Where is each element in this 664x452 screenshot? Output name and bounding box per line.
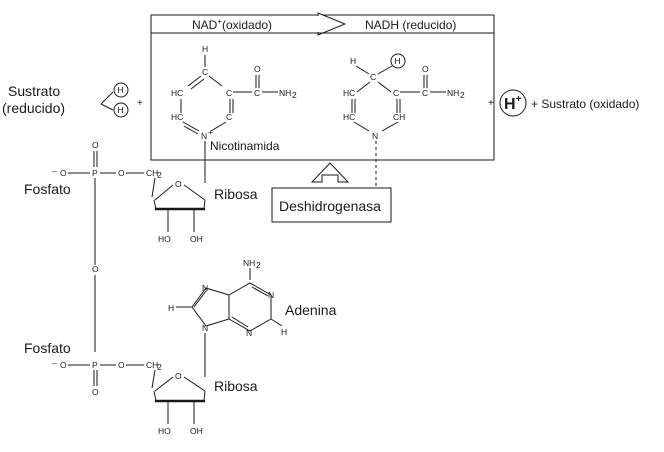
svg-text:O: O [175, 179, 182, 189]
svg-text:2: 2 [256, 260, 261, 270]
svg-text:NH: NH [447, 88, 459, 98]
svg-text:O: O [92, 387, 99, 397]
svg-text:N: N [372, 131, 378, 141]
products: + H+ + Sustrato (oxidado) [488, 89, 639, 117]
svg-text:O: O [118, 168, 125, 178]
svg-text:HC: HC [343, 88, 355, 98]
substrate-reduced: Sustrato (reducido) H H + [2, 82, 143, 118]
svg-text:C: C [393, 88, 399, 98]
svg-text:HC: HC [171, 88, 183, 98]
svg-text:–: – [52, 358, 57, 368]
ribose-top-label: Ribosa [214, 186, 258, 202]
substrate-reduced-line1: Sustrato [8, 83, 60, 99]
adenine-label: Adenina [285, 302, 337, 318]
svg-text:C: C [254, 88, 260, 98]
svg-text:H: H [202, 44, 208, 54]
svg-text:P: P [92, 168, 98, 178]
enzyme-box [271, 187, 392, 223]
bridge-oxygen: O [92, 264, 99, 274]
plus-sign: + [137, 98, 143, 109]
enzyme-arrow-icon [310, 162, 350, 183]
svg-text:CH: CH [393, 112, 405, 122]
svg-text:2: 2 [460, 90, 465, 100]
nadh-label: NADH (reducido) [365, 18, 456, 32]
svg-text:N: N [202, 323, 208, 333]
svg-text:O: O [60, 360, 67, 370]
svg-text:2: 2 [157, 170, 162, 180]
svg-text:O: O [422, 64, 429, 74]
svg-text:HC: HC [171, 112, 183, 122]
svg-text:O: O [60, 168, 67, 178]
ribose-top: O HO OH Ribosa [151, 177, 258, 244]
svg-text:H: H [168, 303, 174, 313]
hydrogen-circle-icon [390, 53, 406, 69]
nad-label: NAD+(oxidado) [192, 17, 272, 32]
svg-text:+: + [488, 98, 494, 109]
ribose-bottom: O HO OH Ribosa [151, 369, 258, 436]
svg-text:O: O [175, 371, 182, 381]
svg-text:NH: NH [243, 258, 255, 268]
svg-text:N: N [246, 328, 252, 338]
svg-text:2: 2 [292, 90, 297, 100]
svg-text:N: N [201, 131, 207, 141]
svg-text:O: O [254, 64, 261, 74]
svg-text:C: C [370, 72, 376, 82]
proton-circle-icon [499, 89, 527, 117]
svg-text:HO: HO [158, 426, 171, 436]
phosphate-bottom: Fosfato P O – O CH 2 O [24, 340, 162, 397]
svg-text:H: H [350, 56, 356, 66]
nicotinamide-label: Nicotinamida [210, 139, 280, 153]
svg-text:OH: OH [190, 426, 203, 436]
svg-text:H: H [395, 56, 401, 66]
svg-text:C: C [422, 88, 428, 98]
nicotinamide-oxidized: H C HC C O C NH 2 HC C N + Nicotinamida [171, 44, 297, 153]
svg-text:OH: OH [190, 234, 203, 244]
svg-text:H: H [281, 327, 287, 337]
phosphate-top-label: Fosfato [24, 181, 71, 197]
svg-text:H: H [118, 105, 124, 115]
svg-text:C: C [226, 88, 232, 98]
phosphate-top: Fosfato O P O – O CH 2 [24, 140, 162, 265]
svg-text:NH: NH [279, 88, 291, 98]
enzyme-label: Deshidrogenasa [279, 198, 381, 214]
nicotinamide-reduced: H H C HC C O C NH 2 HC CH N [343, 53, 465, 141]
svg-text:–: – [52, 166, 57, 176]
ribose-bottom-label: Ribosa [214, 378, 258, 394]
svg-text:CH: CH [146, 360, 158, 370]
svg-text:C: C [202, 67, 208, 77]
svg-text:C: C [226, 112, 232, 122]
substrate-reduced-line2: (reducido) [2, 100, 65, 116]
svg-text:O: O [118, 360, 125, 370]
reaction-header: NAD+(oxidado) NADH (reducido) [150, 12, 495, 36]
svg-text:P: P [92, 360, 98, 370]
phosphate-bottom-label: Fosfato [24, 340, 71, 356]
svg-text:N: N [268, 290, 274, 300]
svg-text:HC: HC [343, 112, 355, 122]
svg-text:HO: HO [158, 234, 171, 244]
svg-text:N: N [202, 283, 208, 293]
reaction-arrow-icon [317, 12, 347, 36]
svg-text:+: + [208, 127, 213, 137]
enzyme: Deshidrogenasa [271, 162, 392, 223]
reaction-box [150, 32, 495, 161]
svg-text:H: H [118, 85, 124, 95]
svg-text:O: O [92, 140, 99, 150]
svg-text:CH: CH [146, 168, 158, 178]
substrate-oxidized-label: + Sustrato (oxidado) [531, 97, 639, 111]
adenine: NH 2 N N N N H H Adenina [168, 258, 337, 338]
svg-text:2: 2 [157, 362, 162, 372]
hydrogen-circle-icon [113, 82, 129, 98]
proton-label: H+ [504, 94, 522, 113]
hydrogen-circle-icon [113, 102, 129, 118]
